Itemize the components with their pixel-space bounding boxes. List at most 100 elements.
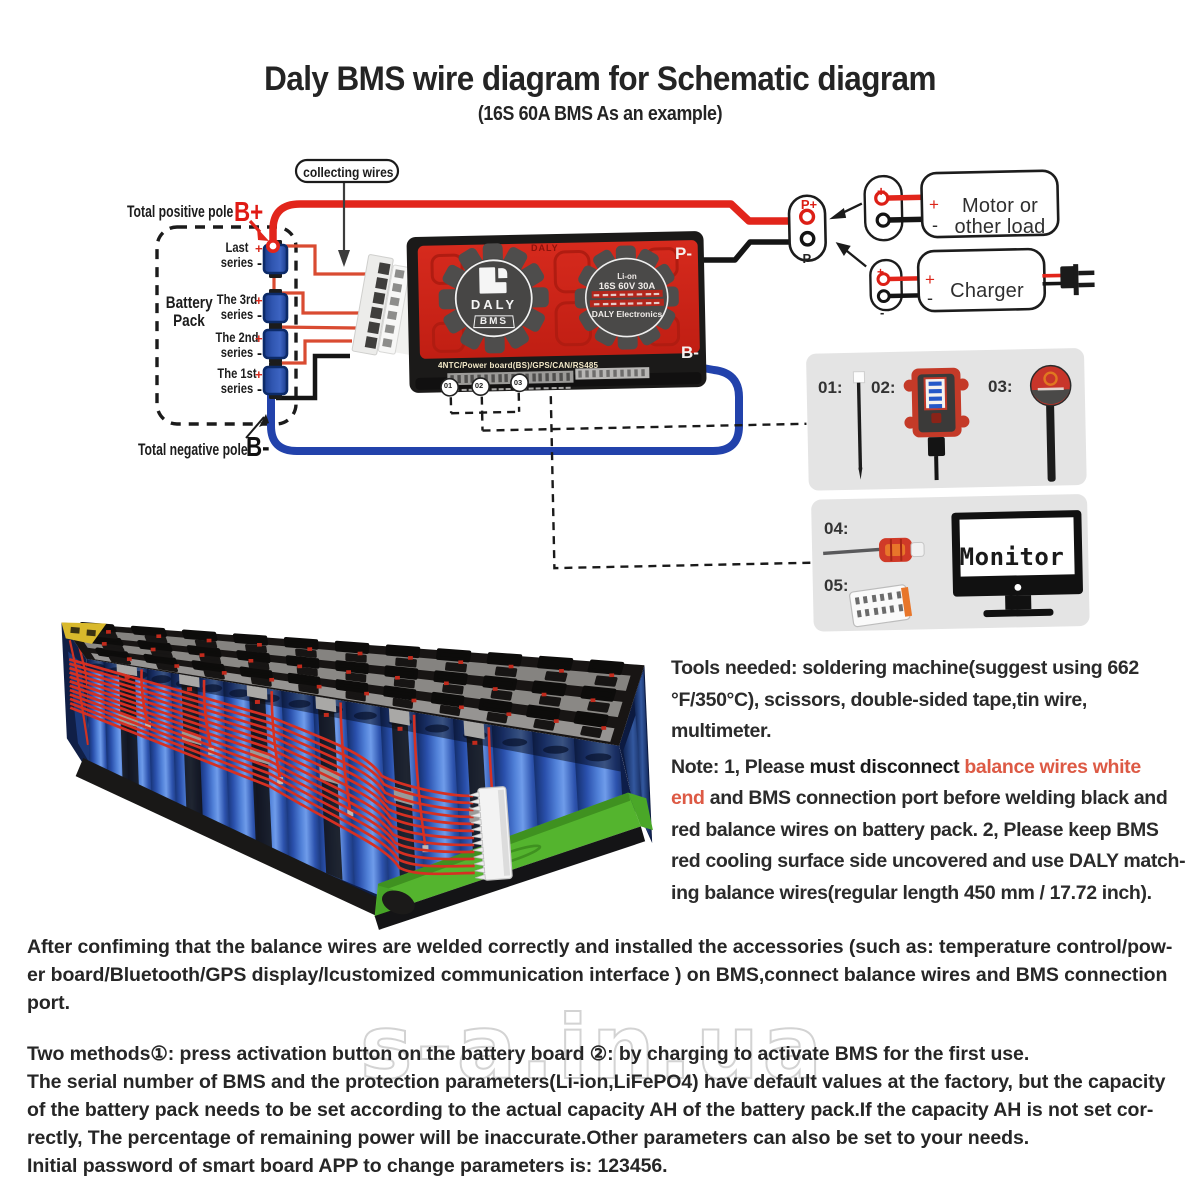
- balance-connector-pin: [375, 277, 388, 290]
- bms-port-pin: [470, 374, 474, 383]
- multipin-pin: [854, 597, 860, 605]
- bottom-p1-l1: After confiming that the balance wires a…: [27, 936, 1173, 958]
- probe-stick: [856, 382, 863, 470]
- pack-holder-slot: [250, 676, 272, 687]
- note-line-5: ing balance wires(regular length 450 mm …: [671, 881, 1152, 904]
- charger-plus-mark: +: [877, 265, 885, 279]
- bms-port-pin2: [606, 369, 610, 377]
- pack-holder-hole: [573, 710, 609, 728]
- pack-holder-hole: [130, 625, 168, 638]
- cell-label-line1: The 1st: [217, 365, 257, 381]
- bms-label-microtext: [602, 293, 609, 297]
- pack-band-dot: [187, 687, 193, 692]
- bms-label-microtext: [653, 301, 660, 305]
- monitor-screen: [959, 517, 1075, 577]
- round-sensor-line: [1037, 387, 1064, 391]
- bms-port-circle: [510, 373, 529, 393]
- black-p-minus-cable: [700, 239, 800, 263]
- cell-label-line2: series: [220, 305, 254, 322]
- p-minus-label: P-: [802, 251, 816, 266]
- pack-balance-wire: [69, 697, 475, 861]
- balance-wire-2: [276, 291, 360, 315]
- pack-connector-tooth: [473, 846, 484, 853]
- note-line-3: red balance wires on battery pack. 2, Pl…: [671, 818, 1159, 841]
- pack-weld-dot: [174, 664, 180, 668]
- pack-band-dot: [472, 740, 478, 745]
- bottom-p1-l3: port.: [27, 992, 70, 1014]
- pack-connector-tooth: [470, 812, 482, 819]
- pack-holder-slot: [101, 643, 125, 652]
- multipin-pin: [881, 606, 887, 614]
- pack-holder-hole: [430, 691, 465, 708]
- display-board-cable: [934, 456, 939, 481]
- pack-yellow-slot: [86, 629, 96, 637]
- pack-weld-dot: [601, 726, 607, 730]
- pack-holder-hole: [580, 685, 617, 702]
- pack-holder-slot: [296, 666, 318, 677]
- bms-label-microtext: [645, 293, 652, 296]
- output-capsule: [787, 194, 827, 263]
- pack-vertical-wire: [270, 691, 282, 780]
- pack-holder-slot: [494, 666, 518, 678]
- pack-balance-wire: [69, 671, 474, 819]
- multipin-pin: [862, 595, 868, 604]
- pack-holder-slot: [245, 644, 267, 654]
- red-power-cable: [269, 200, 800, 250]
- bottom-text-block: After confiming that the balance wires a…: [27, 933, 1187, 1180]
- pack-weld-dot: [443, 681, 449, 686]
- note-line-1: Note: 1, Please must disconnect balance …: [671, 752, 1176, 784]
- pack-weld-dot: [307, 647, 313, 652]
- collecting-wires-pill: [294, 158, 400, 184]
- pack-holder-hole: [478, 698, 513, 715]
- pack-module-band: [248, 685, 273, 851]
- collecting-wires-label: collecting wires: [303, 164, 394, 180]
- board-bottom-label: 4NTC/Power board(BS)/GPS/CAN/RS485: [438, 361, 599, 370]
- monitor-label: Monitor: [959, 543, 1065, 571]
- pack-cell-cap: [353, 711, 377, 720]
- bms-fan-left: [61, 169, 1095, 930]
- pack-holder-hole: [236, 650, 271, 664]
- pack-cell-cap: [425, 724, 450, 733]
- motor-plus-stub: [885, 194, 924, 201]
- pack-holder-slot: [156, 662, 178, 673]
- board-port3: 03: [513, 378, 523, 387]
- pack-holder-hole: [283, 637, 319, 650]
- pack-band-clip: [463, 717, 485, 740]
- pack-balance-wire: [69, 706, 475, 876]
- bottom-p3-l3: rectly, The percentage of remaining powe…: [27, 1127, 1030, 1149]
- bms-label-microtext: [610, 302, 617, 306]
- tools-line-2: °F/350°C), scissors, double-sided tape,t…: [671, 688, 1087, 711]
- pack-holder-hole: [334, 640, 370, 654]
- dashed-ports-bracket: [449, 392, 521, 431]
- pack-vertical-wire: [412, 714, 427, 848]
- pack-cell-cap: [151, 675, 172, 684]
- pack-holder-slot: [486, 711, 508, 724]
- pack-balance-wire: [68, 666, 474, 812]
- bms-port-pin: [464, 374, 468, 383]
- board-p-minus: P-: [675, 244, 692, 263]
- motor-label-line1: Motor or: [961, 195, 1039, 217]
- b-plus-label: B+: [234, 196, 264, 227]
- pack-holder-slot: [298, 683, 319, 695]
- pack-balance-wire: [69, 693, 475, 854]
- pack-holder-hole: [285, 655, 320, 669]
- board-label-line3: DALY Electronics: [591, 309, 663, 319]
- blue-b-minus-cable: [267, 364, 743, 455]
- pack-holder-slot: [295, 648, 317, 658]
- pack-holder-hole: [385, 644, 421, 659]
- charger-box: [916, 247, 1047, 313]
- balance-connector-pin2: [391, 282, 403, 293]
- bms-port-pin2: [585, 370, 589, 378]
- pack-right-cell: [634, 670, 652, 839]
- pack-bottom-left-band: [75, 758, 385, 918]
- bms-front-microtext: [528, 387, 534, 390]
- pack-module-band: [391, 708, 418, 908]
- b-minus-arrowhead: [259, 414, 269, 427]
- pack-holder-hole: [181, 629, 218, 642]
- charger-plus-stub: [886, 276, 920, 282]
- accessory-label-04: 04:: [824, 519, 849, 538]
- bms-label-microtext: [619, 302, 626, 305]
